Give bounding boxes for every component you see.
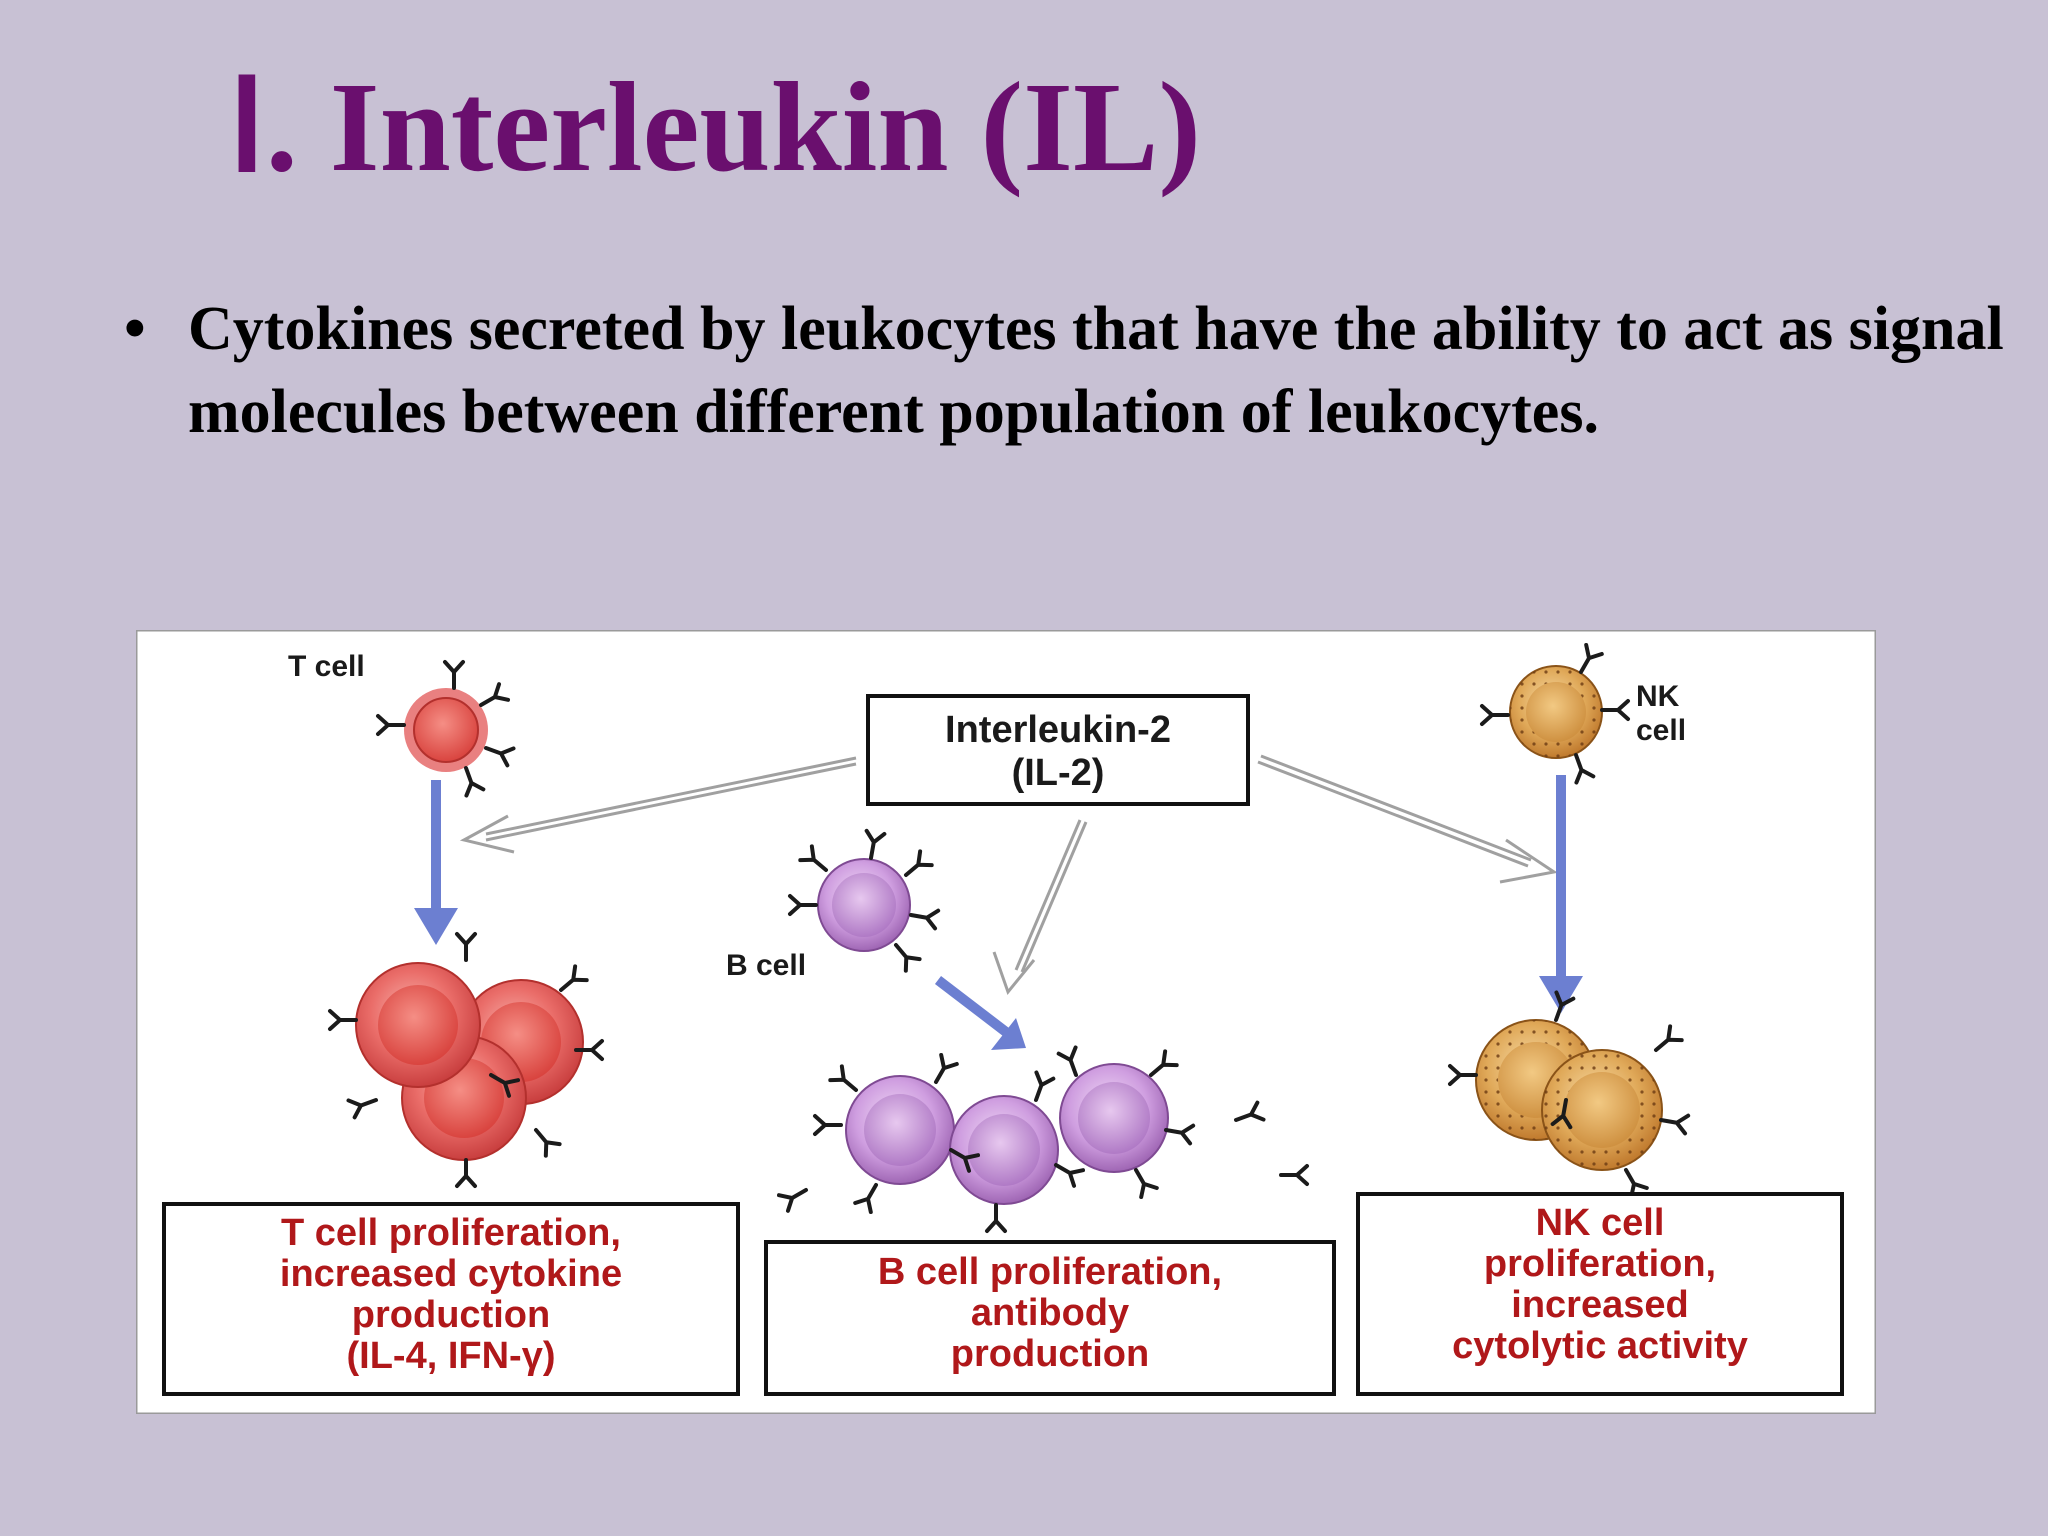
- t-outcome-line-4: (IL-4, IFN-γ): [347, 1335, 556, 1377]
- b-cell-label: B cell: [726, 949, 806, 982]
- b-outcome-line-2: antibody: [971, 1292, 1129, 1334]
- t-outcome-box: T cell proliferation, increased cytokine…: [162, 1202, 740, 1396]
- nk-cell-blue-arrow: [1539, 775, 1583, 1013]
- b-cell-blue-arrow: [934, 976, 1026, 1050]
- b-cell-icon: [788, 828, 941, 973]
- t-outcome-line-3: production: [352, 1294, 550, 1336]
- nk-outcome-line-4: cytolytic activity: [1452, 1325, 1748, 1367]
- nk-outcome-line-3: increased: [1511, 1284, 1688, 1326]
- il2-arrow-to-t: [459, 756, 857, 854]
- t-cell-icon: [376, 660, 516, 798]
- t-cell-blue-arrow: [414, 780, 458, 945]
- nk-cell-label-line-1: NK: [1636, 680, 1680, 713]
- bullet-item: • Cytokines secreted by leukocytes that …: [124, 288, 2024, 454]
- t-outcome-line-2: increased cytokine: [280, 1253, 622, 1295]
- il2-arrow-to-nk: [1257, 754, 1558, 884]
- il2-arrow-to-b: [992, 819, 1088, 996]
- nk-outcome-line-1: NK cell: [1536, 1202, 1665, 1244]
- t-cell-label: T cell: [288, 650, 365, 683]
- nk-outcome-line-2: proliferation,: [1484, 1243, 1716, 1285]
- nk-cell-label-line-2: cell: [1636, 714, 1686, 747]
- b-outcome-box: B cell proliferation, antibody productio…: [764, 1240, 1336, 1396]
- b-outcome-line-1: B cell proliferation,: [878, 1251, 1222, 1293]
- b-cell-cluster-icon: [776, 1045, 1309, 1233]
- bullet-dot-icon: •: [124, 295, 146, 363]
- il2-box: Interleukin-2 (IL-2): [866, 694, 1250, 806]
- il2-box-line-2: (IL-2): [1012, 752, 1105, 794]
- t-cell-cluster-icon: [328, 932, 604, 1188]
- b-outcome-line-3: production: [951, 1333, 1149, 1375]
- nk-cell-cluster-icon: [1448, 990, 1691, 1200]
- nk-cell-icon: [1480, 642, 1630, 785]
- il2-diagram: T cell T cell proliferation, increased c…: [136, 630, 1876, 1414]
- il2-box-line-1: Interleukin-2: [945, 709, 1171, 751]
- slide-title: Ⅰ. Interleukin (IL): [228, 56, 1201, 198]
- bullet-text: Cytokines secreted by leukocytes that ha…: [188, 295, 2004, 446]
- t-outcome-line-1: T cell proliferation,: [281, 1212, 621, 1254]
- nk-outcome-box: NK cell proliferation, increased cytolyt…: [1356, 1192, 1844, 1396]
